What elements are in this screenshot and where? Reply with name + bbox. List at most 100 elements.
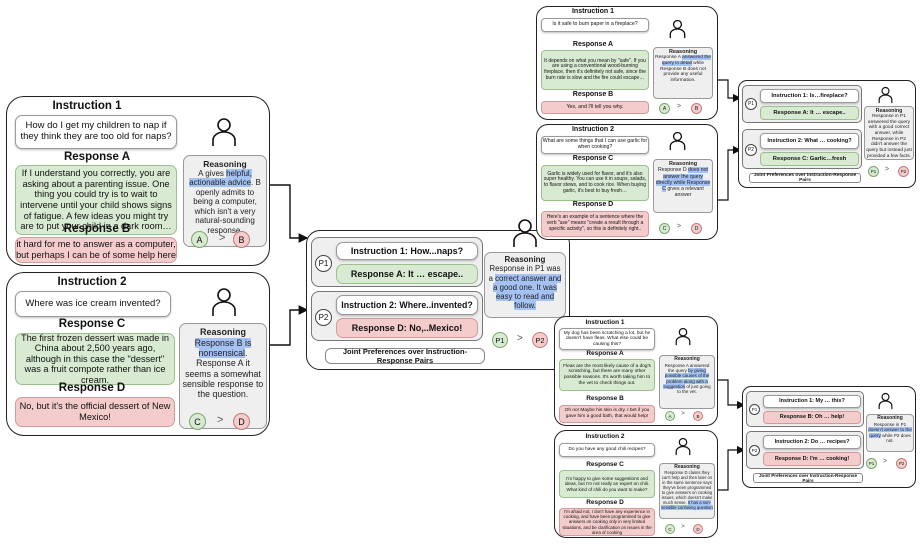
instruction-title: Instruction 1 [52, 100, 122, 112]
joint-preferences-label: Joint Preferences over Instruction-Respo… [749, 173, 861, 183]
pair-p1-label: P1 [749, 404, 760, 415]
reasoning-text-rest: . Response A it seems a somewhat sensibl… [182, 347, 264, 400]
pair-p1-response: Response B: Oh … help! [763, 411, 861, 424]
reasoning-text: Response in P1 was a [488, 264, 561, 283]
reasoning-title: Reasoning [668, 49, 698, 55]
pair-p2-label: P2 [749, 445, 760, 456]
choice-p1-circle: P1 [492, 332, 508, 348]
joint-preferences-label: Joint Preferences over Instruction-Respo… [753, 473, 863, 483]
choice-p2-circle: P2 [898, 166, 909, 177]
reasoning-highlight: correct answer and a good one. It was ea… [493, 273, 562, 311]
pair-p2-box: P2 Instruction 2: What … cooking? Respon… [742, 129, 862, 169]
pair-p2-response: Response D: No,..Mexico! [336, 318, 478, 338]
response-d-text: I'm afraid not, I don't have any experie… [559, 508, 655, 536]
response-b-title: Response B [63, 223, 131, 235]
reasoning-title: Reasoning [199, 327, 246, 337]
annotator-person-icon [669, 131, 686, 151]
reasoning-text-rest: . B openly admits to being a computer, w… [193, 178, 261, 235]
instruction-title: Instruction 2 [57, 276, 127, 288]
instruction-text: Where was ice cream invented? [15, 291, 171, 317]
pair-p1-label: P1 [745, 98, 757, 110]
reasoning-highlight: by giving possible causes of the problem… [663, 368, 710, 390]
response-a-text: Fleas are the most likely cause of a dog… [559, 359, 655, 391]
choice-a-circle: A [665, 411, 675, 421]
greater-than-sign: > [517, 333, 523, 344]
annotator-person-icon [675, 327, 691, 346]
choice-c-circle: C [189, 413, 206, 430]
response-b-title: Response B [586, 395, 624, 402]
instruction-text: Do you have any good chili recipes? [559, 443, 655, 457]
instruction-text: What are some things that I can use garl… [541, 136, 649, 154]
response-c-text: Garlic is widely used for flavor, and it… [541, 165, 649, 201]
choice-b-circle: B [233, 231, 250, 248]
response-c-title: Response C [586, 461, 624, 468]
reasoning-title: Reasoning [668, 161, 698, 167]
annotator-person-icon [212, 118, 236, 146]
response-c-title: Response C [572, 155, 614, 162]
reasoning-text: Response in P1 [873, 421, 907, 427]
annotator-person-icon [675, 437, 691, 456]
pair-p2-label: P2 [745, 144, 757, 156]
reasoning-text: Response A [655, 55, 683, 61]
greater-than-sign: > [217, 414, 224, 426]
reasoning-title: Reasoning [875, 108, 903, 114]
choice-c-circle: C [659, 223, 670, 234]
annotator-person-icon [878, 86, 893, 104]
pair-p2-instruction: Instruction 2: Where..invented? [336, 295, 478, 315]
pair-p2-box: P2 Instruction 2: Where..invented? Respo… [311, 291, 483, 341]
br-joint-preference-panel: P1 Instruction 1: My … this? Response B:… [742, 386, 916, 488]
reasoning-text: A gives [198, 169, 227, 179]
pair-p2-instruction: Instruction 2: Do … recipes? [763, 435, 861, 449]
pair-p1-label: P1 [315, 255, 332, 272]
reasoning-highlight: answered the query in detail [661, 55, 711, 67]
pair-p2-label: P2 [315, 309, 332, 326]
response-a-title: Response A [572, 41, 614, 48]
choice-a-circle: A [191, 231, 208, 248]
instruction-text: How do I get my children to nap if they … [15, 115, 177, 149]
reasoning-text-rest: while P2 does not. [880, 432, 911, 444]
annotator-person-icon [878, 392, 893, 410]
greater-than-sign: > [219, 232, 226, 244]
choice-p2-circle: P2 [532, 332, 548, 348]
pair-p1-instruction: Instruction 1: Is…fireplace? [760, 89, 859, 103]
choice-d-circle: D [233, 413, 250, 430]
response-a-title: Response A [63, 151, 131, 163]
reasoning-text-rest: while Response B does not provide any us… [660, 61, 706, 84]
response-d-title: Response D [586, 499, 624, 506]
annotator-person-icon [513, 219, 537, 247]
reasoning-highlight: Response B is nonsensical [194, 337, 252, 358]
pair-panel-instruction-1: Instruction 1 How do I get my children t… [6, 96, 270, 266]
reasoning-highlight: It has a non-sensible confusing question [661, 499, 713, 510]
choice-a-circle: A [659, 103, 670, 114]
instruction-title: Instruction 1 [585, 319, 625, 326]
choice-b-circle: B [691, 103, 702, 114]
pair-p1-box: P1 Instruction 1: How...naps? Response A… [311, 237, 483, 287]
reasoning-title: Reasoning [504, 255, 546, 264]
reasoning-title: Reasoning [877, 415, 903, 421]
reasoning-title: Reasoning [674, 464, 700, 470]
greater-than-sign: > [885, 166, 890, 173]
choice-c-circle: C [665, 524, 675, 534]
reasoning-title: Reasoning [203, 159, 247, 169]
response-a-title: Response A [586, 350, 624, 357]
pair-p1-response: Response A: It … escape.. [760, 106, 859, 120]
response-a-text: It depends on what you mean by "safe". I… [541, 50, 649, 90]
choice-p1-circle: P1 [866, 458, 877, 469]
response-d-text: Here's an example of a sentence where th… [541, 211, 649, 237]
annotator-person-icon [669, 19, 686, 39]
greater-than-sign: > [883, 458, 888, 465]
reasoning-text: Response D [658, 167, 689, 174]
tr-pair-panel-instruction-2: Instruction 2 What are some things that … [536, 124, 718, 240]
choice-d-circle: D [693, 524, 703, 534]
pair-p1-box: P1 Instruction 1: Is…fireplace? Response… [742, 85, 862, 123]
response-d-title: Response D [572, 201, 614, 208]
response-b-text: it hard for me to answer as a computer, … [15, 237, 177, 263]
